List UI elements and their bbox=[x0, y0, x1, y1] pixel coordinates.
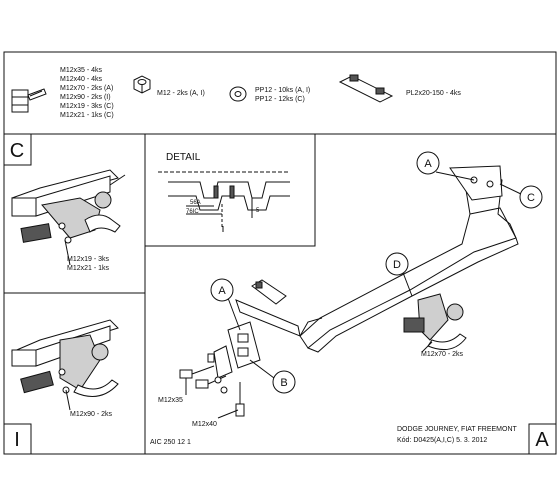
bolt-icon bbox=[11, 88, 47, 113]
variant-a-letter: A bbox=[535, 429, 549, 451]
variant-c-letter: C bbox=[10, 140, 24, 162]
callout-a2-circle bbox=[210, 278, 234, 302]
callout-c-letter: C bbox=[527, 192, 535, 204]
detail-dim-a: 56A bbox=[190, 200, 201, 206]
plate-icon bbox=[338, 74, 394, 103]
callout-c-circle bbox=[519, 185, 543, 209]
washer-spec-0: PP12 - 10ks (A, I) bbox=[255, 87, 310, 94]
drawing-border bbox=[3, 51, 557, 455]
callout-b-circle bbox=[272, 370, 296, 394]
variant-i-letter-box bbox=[3, 423, 32, 455]
bolt-spec-1: M12x40 - 4ks bbox=[60, 76, 103, 83]
main-crossbar-drawing bbox=[213, 165, 519, 379]
callout-d-leader bbox=[401, 269, 413, 297]
bolt-spec-5: M12x21 - 1ks (C) bbox=[60, 112, 114, 119]
nut-spec: M12 - 2ks (A, I) bbox=[157, 90, 205, 97]
detail-dim-c: 5 bbox=[256, 208, 260, 214]
detail-frame bbox=[144, 133, 316, 247]
m12x70-leader bbox=[421, 341, 433, 353]
variant-c-label-0: M12x19 - 3ks bbox=[67, 256, 110, 263]
vehicle-name: DODGE JOURNEY, FIAT FREEMONT bbox=[397, 426, 518, 433]
drawing-kod: Kód: D0425(A,I,C) 5. 3. 2012 bbox=[397, 437, 487, 444]
callout-b-leader bbox=[249, 359, 275, 379]
nut-icon bbox=[133, 75, 151, 94]
plate-spec: PL2x20-150 - 4ks bbox=[406, 90, 461, 97]
variant-i-hitch-drawing bbox=[11, 319, 119, 411]
washer-icon bbox=[229, 86, 247, 102]
main-label-m12x40: M12x40 bbox=[192, 421, 217, 428]
bolt-spec-3: M12x90 - 2ks (I) bbox=[60, 94, 111, 101]
variant-i-label: M12x90 - 2ks bbox=[70, 411, 113, 418]
callout-a2-letter: A bbox=[218, 285, 226, 297]
callout-a1-leader bbox=[435, 171, 475, 181]
main-label-m12x70: M12x70 - 2ks bbox=[421, 351, 464, 358]
bolt-spec-2: M12x70 - 2ks (A) bbox=[60, 85, 113, 92]
detail-section-drawing bbox=[158, 171, 290, 232]
drawing-code: AIC 250 12 1 bbox=[150, 439, 191, 446]
callout-a1-letter: A bbox=[424, 158, 432, 170]
detail-dim-b: 76IC bbox=[186, 209, 199, 215]
callout-c-leader bbox=[499, 183, 524, 196]
main-label-m12x35: M12x35 bbox=[158, 397, 183, 404]
variant-c-hitch-drawing bbox=[11, 169, 126, 266]
callout-d-letter: D bbox=[393, 259, 401, 271]
bolt-spec-4: M12x19 - 3ks (C) bbox=[60, 103, 114, 110]
callout-b-letter: B bbox=[280, 377, 287, 389]
variant-i-letter: I bbox=[14, 429, 20, 451]
detail-title: DETAIL bbox=[166, 152, 201, 163]
callout-a2-leader bbox=[227, 297, 241, 331]
bolt-spec-0: M12x35 - 4ks bbox=[60, 67, 103, 74]
variant-c-label-1: M12x21 - 1ks bbox=[67, 265, 110, 272]
main-bolts-drawing bbox=[179, 353, 245, 417]
variant-c-letter-box bbox=[3, 133, 32, 166]
callout-d-circle bbox=[385, 252, 409, 276]
callout-a1-circle bbox=[416, 151, 440, 175]
m12x40-leader bbox=[217, 409, 239, 419]
washer-spec-1: PP12 - 12ks (C) bbox=[255, 96, 305, 103]
variant-a-letter-box bbox=[528, 423, 557, 455]
